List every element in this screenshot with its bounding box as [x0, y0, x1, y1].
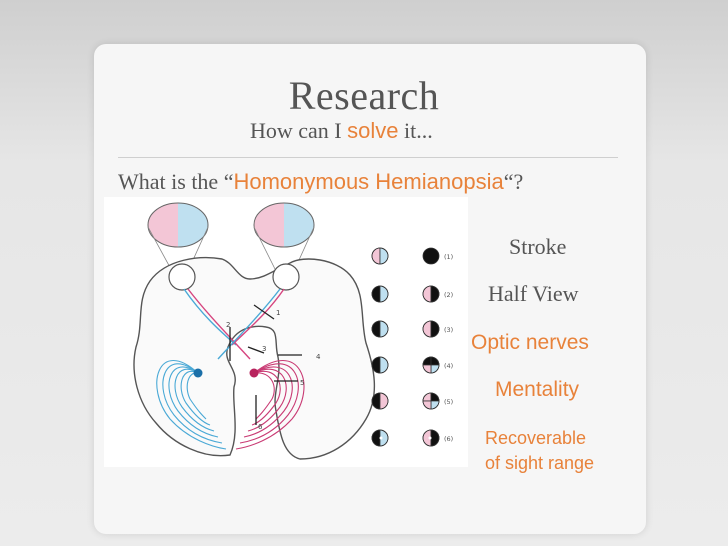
field-circle [422, 320, 440, 338]
question-line: What is the “Homonymous Hemianopsia“? [118, 169, 523, 195]
keyword-mentality: Mentality [495, 378, 580, 401]
left-lgn [193, 368, 203, 378]
left-optic-radiation [156, 359, 227, 450]
divider [118, 157, 618, 158]
path-label: 5 [300, 379, 304, 387]
left-eye [168, 263, 196, 291]
defect-number: (6) [444, 435, 453, 443]
subtitle-text-end: it... [404, 118, 433, 143]
field-circle [422, 356, 440, 374]
right-eye-field [253, 202, 315, 248]
field-circle [371, 356, 389, 374]
field-circle [422, 285, 440, 303]
keyword-half-view: Half View [488, 281, 579, 306]
defect-column-a [371, 247, 389, 447]
lesion-markers [229, 304, 302, 425]
field-circle [371, 320, 389, 338]
defect-number: (4) [444, 362, 453, 370]
visual-pathway-diagram: 1 2 3 4 5 6 [133, 202, 453, 460]
defect-number: (2) [444, 291, 453, 299]
path-label: 1 [276, 309, 280, 317]
slide-title: Research [288, 73, 440, 118]
path-label: 3 [262, 345, 266, 353]
keyword-stroke: Stroke [509, 234, 567, 259]
subtitle-text: How can I [250, 118, 342, 143]
right-lgn [249, 368, 259, 378]
brain-outline [133, 256, 376, 460]
defect-number: (3) [444, 326, 453, 334]
left-eye-field [147, 202, 209, 248]
slide-subtitle: How can I solve it... [250, 118, 433, 144]
question-text-end: “? [503, 169, 524, 194]
path-label: 2 [226, 321, 230, 329]
field-circle [371, 285, 389, 303]
keyword-recoverable: Recoverable [485, 428, 587, 448]
defect-column-b [422, 247, 440, 447]
field-circle [371, 392, 389, 410]
keyword-sight-range: of sight range [485, 453, 595, 473]
visual-pathway-figure: 1 2 3 4 5 6 [104, 197, 468, 467]
right-optic-radiation [235, 359, 305, 450]
path-labels: 1 2 3 4 5 6 [226, 309, 321, 431]
keyword-optic-nerves: Optic nerves [471, 331, 589, 354]
right-eye [272, 263, 300, 291]
field-circle [422, 429, 440, 447]
question-highlight: Homonymous Hemianopsia [233, 169, 504, 194]
defect-numbers: (1) (2) (3) (4) (5) (6) [444, 253, 453, 443]
defect-number: (5) [444, 398, 453, 406]
optic-nerves [183, 288, 285, 360]
field-circle [371, 247, 389, 265]
subtitle-highlight: solve [347, 118, 399, 143]
defect-number: (1) [444, 253, 453, 261]
field-circle [422, 392, 440, 410]
field-circle [422, 247, 440, 265]
field-circle [371, 429, 389, 447]
path-label: 4 [316, 353, 321, 361]
path-label: 6 [258, 423, 263, 431]
question-text: What is the “ [118, 169, 234, 194]
